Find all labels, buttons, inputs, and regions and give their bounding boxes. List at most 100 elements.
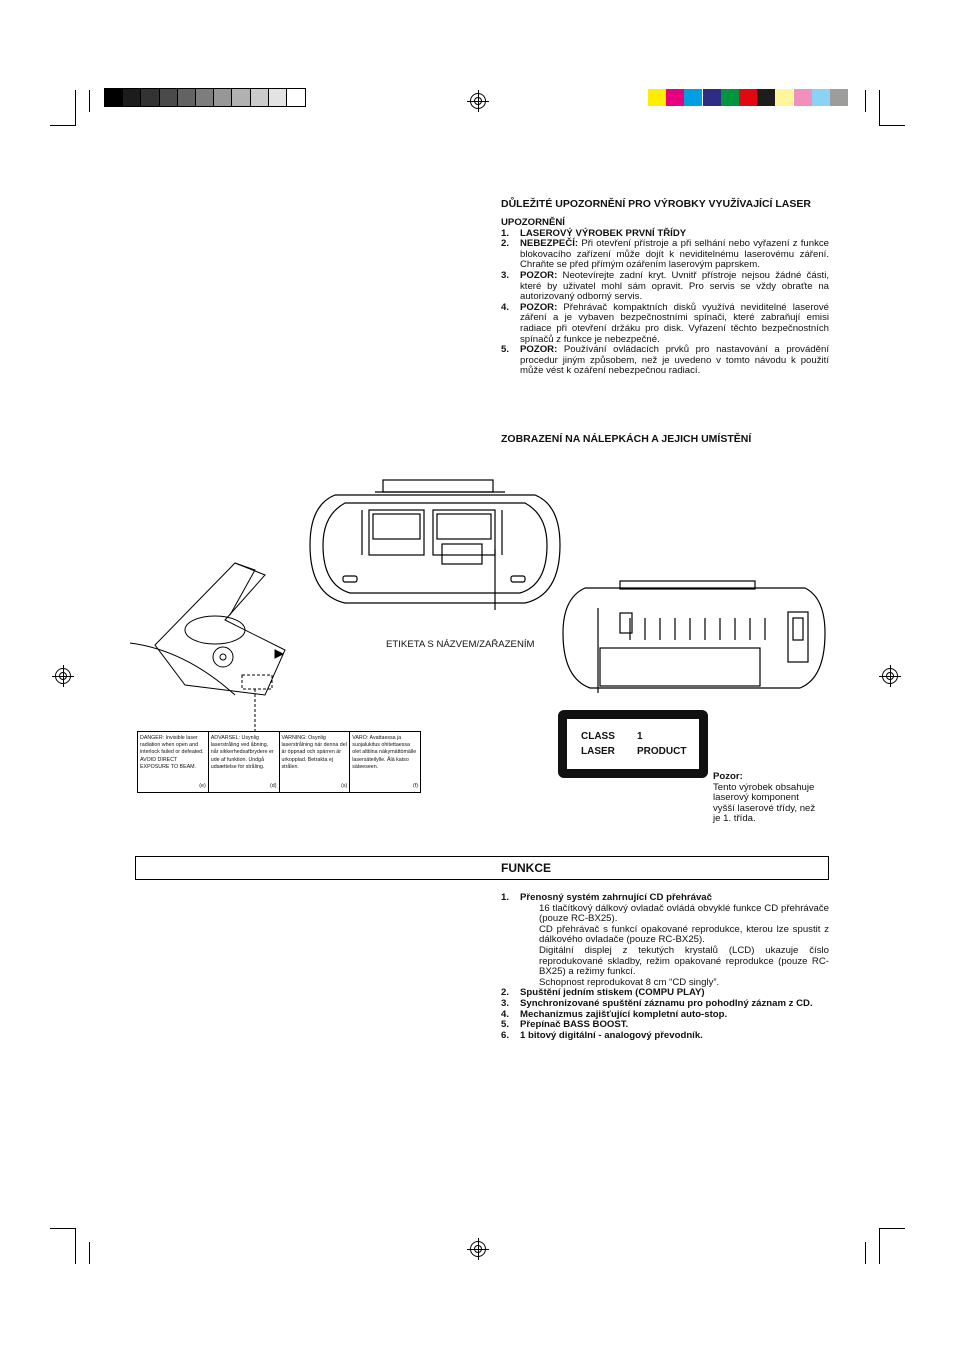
name-label-caption: ETIKETA S NÁZVEM/ZAŘAZENÍM bbox=[386, 639, 535, 650]
funkce-item: 6. 1 bitový digitální - analogový převodn… bbox=[501, 1029, 829, 1042]
warning-label-cell: ADVARSEL: Usynlig laserstråling ved åbni… bbox=[209, 732, 280, 792]
laser-item: 1. LASEROVÝ VÝROBEK PRVNÍ TŘÍDY bbox=[501, 227, 829, 240]
crop-mark bbox=[879, 90, 880, 126]
laser-item-lead: LASEROVÝ VÝROBEK PRVNÍ TŘÍDY bbox=[520, 227, 687, 239]
laser-item-number: 4. bbox=[501, 301, 510, 313]
boombox-front-illustration bbox=[309, 479, 561, 610]
funkce-item-text: Přepínač BASS BOOST. bbox=[520, 1019, 629, 1031]
laser-word: LASER bbox=[581, 746, 615, 757]
crop-mark bbox=[50, 125, 76, 126]
laser-item-number: 1. bbox=[501, 227, 510, 239]
crop-mark bbox=[75, 1228, 76, 1264]
funkce-detail-line: Schopnost reprodukovat 8 cm “CD singly”. bbox=[539, 976, 720, 988]
funkce-item-number: 2. bbox=[501, 987, 510, 999]
funkce-detail-line: CD přehrávač s funkcí opakované reproduk… bbox=[539, 923, 829, 946]
pozor-note-line: je 1. třída. bbox=[713, 813, 756, 825]
funkce-item-text: Spuštění jedním stiskem (COMPU PLAY) bbox=[520, 987, 705, 999]
warning-letter: (f) bbox=[413, 782, 418, 789]
gray-swatch bbox=[286, 88, 306, 107]
funkce-detail-line: 16 tlačítkový dálkový ovladač ovládá obv… bbox=[539, 902, 829, 925]
funkce-header-bar: FUNKCE bbox=[135, 856, 829, 880]
pozor-note-line: Tento výrobek obsahuje bbox=[713, 781, 815, 793]
laser-item-number: 2. bbox=[501, 238, 510, 250]
warning-label-cell: VARO: Avattaessa ja suojalukitus ohitett… bbox=[350, 732, 420, 792]
gray-swatch bbox=[195, 88, 215, 107]
laser-item-lead: NEBEZPEČÍ: bbox=[520, 238, 579, 250]
laser-item-text: Používání ovládacích prvků pro nastavová… bbox=[520, 344, 829, 377]
crop-mark bbox=[865, 90, 866, 112]
laser-item-lead: POZOR: bbox=[520, 344, 558, 356]
gray-swatch bbox=[104, 88, 124, 107]
funkce-item: 2. Spuštění jedním stiskem (COMPU PLAY) bbox=[501, 988, 829, 999]
color-swatch bbox=[666, 89, 685, 106]
gray-swatch bbox=[122, 88, 143, 107]
laser-items-list: 1. LASEROVÝ VÝROBEK PRVNÍ TŘÍDY 2. NEBEZPEČ… bbox=[501, 227, 829, 377]
crop-mark bbox=[865, 1242, 866, 1264]
laser-item-number: 3. bbox=[501, 269, 510, 281]
crop-mark bbox=[879, 1228, 880, 1264]
registration-mark-icon bbox=[879, 665, 901, 687]
crop-mark bbox=[89, 90, 90, 112]
crop-mark bbox=[50, 1228, 76, 1229]
pozor-note: Pozor: Tento výrobek obsahuje laserový k… bbox=[713, 771, 833, 825]
warning-letter: (d) bbox=[270, 782, 277, 789]
laser-subtitle: UPOZORNĚNÍ bbox=[501, 217, 565, 228]
color-swatch bbox=[720, 89, 739, 106]
cd-lid-illustration bbox=[129, 562, 286, 733]
gray-swatch bbox=[231, 88, 252, 107]
funkce-title: FUNKCE bbox=[501, 861, 551, 875]
class-number: 1 bbox=[637, 731, 643, 742]
product-word: PRODUCT bbox=[637, 746, 687, 757]
warning-label-cell: DANGER: Invisible laser radiation when o… bbox=[138, 732, 209, 792]
warning-letter: (e) bbox=[199, 782, 206, 789]
funkce-item: 3. Synchronizované spuštění záznamu pro p… bbox=[501, 997, 829, 1010]
gray-swatch bbox=[249, 88, 270, 107]
laser-item-text: Přehrávač kompaktních disků využívá nevi… bbox=[520, 301, 829, 345]
laser-item-number: 5. bbox=[501, 344, 510, 356]
laser-item: 5. POZOR: Používání ovládacích prvků pro … bbox=[501, 344, 829, 377]
gray-swatch bbox=[213, 88, 234, 107]
color-swatch bbox=[793, 89, 812, 106]
crop-mark bbox=[89, 1242, 90, 1264]
color-swatch bbox=[702, 89, 721, 106]
laser-item-lead: POZOR: bbox=[520, 269, 558, 281]
funkce-items-rest: 2.Spuštění jedním stiskem (COMPU PLAY)3.… bbox=[501, 988, 829, 1041]
funkce-item-number: 4. bbox=[501, 1008, 510, 1020]
warning-label-cell: VARNING: Osynlig laserstrålning när denn… bbox=[280, 732, 351, 792]
funkce-detail-line: Digitální displej z tekutých krystalů (L… bbox=[539, 944, 829, 978]
funkce-item-text: Mechanizmus zajišťující kompletní auto-s… bbox=[520, 1008, 728, 1020]
laser-item-lead: POZOR: bbox=[520, 301, 558, 313]
class-label-inner: CLASS 1 LASER PRODUCT bbox=[567, 719, 699, 769]
gray-swatch bbox=[158, 88, 179, 107]
gray-swatch bbox=[176, 88, 197, 107]
warning-text: DANGER: Invisible laser radiation when o… bbox=[140, 735, 204, 770]
color-swatch bbox=[775, 89, 794, 106]
color-swatch bbox=[648, 89, 666, 106]
boombox-back-illustration bbox=[562, 580, 826, 693]
funkce-item: 5.Přepínač BASS BOOST. bbox=[501, 1019, 829, 1031]
registration-mark-icon bbox=[467, 90, 489, 112]
registration-mark-icon bbox=[467, 1238, 489, 1260]
laser-item: 2. NEBEZPEČÍ: Při otevření přístroje a př… bbox=[501, 238, 829, 271]
class-word: CLASS bbox=[581, 731, 615, 742]
funkce-item-text: 1 bitový digitální - analogový převodník… bbox=[520, 1029, 703, 1041]
funkce-item-number: 6. bbox=[501, 1029, 510, 1041]
color-swatch bbox=[830, 89, 848, 106]
color-swatch bbox=[684, 89, 703, 106]
funkce-item-title: Přenosný systém zahrnující CD přehrávač bbox=[520, 892, 712, 903]
laser-item-text: Neotevírejte zadní kryt. Uvnitř přístroj… bbox=[520, 269, 829, 303]
pozor-note-title: Pozor: bbox=[713, 771, 743, 782]
labels-section-title: ZOBRAZENÍ NA NÁLEPKÁCH A JEJICH UMÍSTĚNÍ bbox=[501, 433, 752, 445]
funkce-item: 1. Přenosný systém zahrnující CD přehráv… bbox=[501, 892, 829, 904]
funkce-item1-details: 16 tlačítkový dálkový ovladač ovládá obv… bbox=[501, 902, 829, 989]
laser-item: 3. POZOR: Neotevírejte zadní kryt. Uvnitř… bbox=[501, 269, 829, 303]
funkce-item-number: 3. bbox=[501, 997, 510, 1009]
class-1-laser-label: CLASS 1 LASER PRODUCT bbox=[558, 710, 708, 778]
laser-section-body: UPOZORNĚNÍ 1. LASEROVÝ VÝROBEK PRVNÍ TŘÍD… bbox=[501, 217, 829, 377]
crop-mark bbox=[879, 1228, 905, 1229]
funkce-item-text: Synchronizované spuštění záznamu pro poh… bbox=[520, 997, 813, 1009]
gray-swatch bbox=[140, 88, 161, 107]
laser-item-text: Při otevření přístroje a při selhání neb… bbox=[520, 238, 829, 271]
warning-label-panel: DANGER: Invisible laser radiation when o… bbox=[137, 731, 421, 793]
funkce-item: 4. Mechanizmus zajišťující kompletní auto… bbox=[501, 1008, 829, 1021]
